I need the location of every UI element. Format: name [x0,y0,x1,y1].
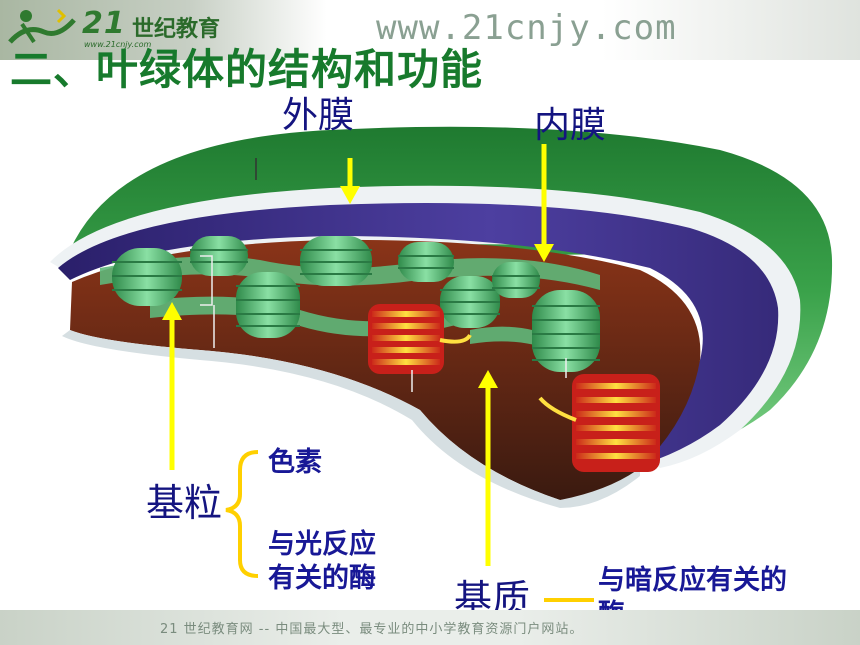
note-dark-reaction-enzymes: 与暗反应有关的酶 [598,565,787,630]
granum-stack [236,272,300,338]
logo-text: 世纪教育 [132,17,221,42]
label-outer-membrane: 外膜 [282,95,355,136]
granum-stack [440,276,500,328]
logo-figure-icon [8,8,76,44]
label-grana: 基粒 [146,481,223,525]
site-logo[interactable]: 21 世纪教育 www.21cnjy.com [4,2,226,54]
note-light-reaction-enzymes: 与光反应有关的酶 [268,529,376,594]
grana-stacks [112,236,600,372]
site-url[interactable]: www.21cnjy.com [376,8,677,48]
granum-stack [532,290,600,372]
footer-text: 21 世纪教育网 -- 中国最大型、最专业的中小学教育资源门户网站。 [160,622,584,637]
slide-title: 二、叶绿体的结构和功能 [10,45,484,94]
cut-granum-right [538,374,660,472]
arrow-inner-membrane [534,144,554,262]
grana-brace [225,450,259,578]
granum-stack [398,242,454,282]
granum-stack [300,236,372,286]
label-inner-membrane: 内膜 [534,105,607,146]
granum-stack [112,248,182,306]
arrow-stroma [478,370,498,566]
site-footer: 21 世纪教育网 -- 中国最大型、最专业的中小学教育资源门户网站。 [0,610,860,645]
note-pigment: 色素 [268,447,322,478]
cut-granum-left [368,304,472,374]
logo-number: 21 [82,6,126,41]
arrow-outer-membrane [340,158,360,204]
arrow-grana [162,302,182,470]
site-header: 21 世纪教育 www.21cnjy.com www.21cnjy.com [0,0,860,60]
granum-stack [190,236,248,276]
granum-stack [492,262,540,298]
logo-sub: www.21cnjy.com [84,40,152,49]
